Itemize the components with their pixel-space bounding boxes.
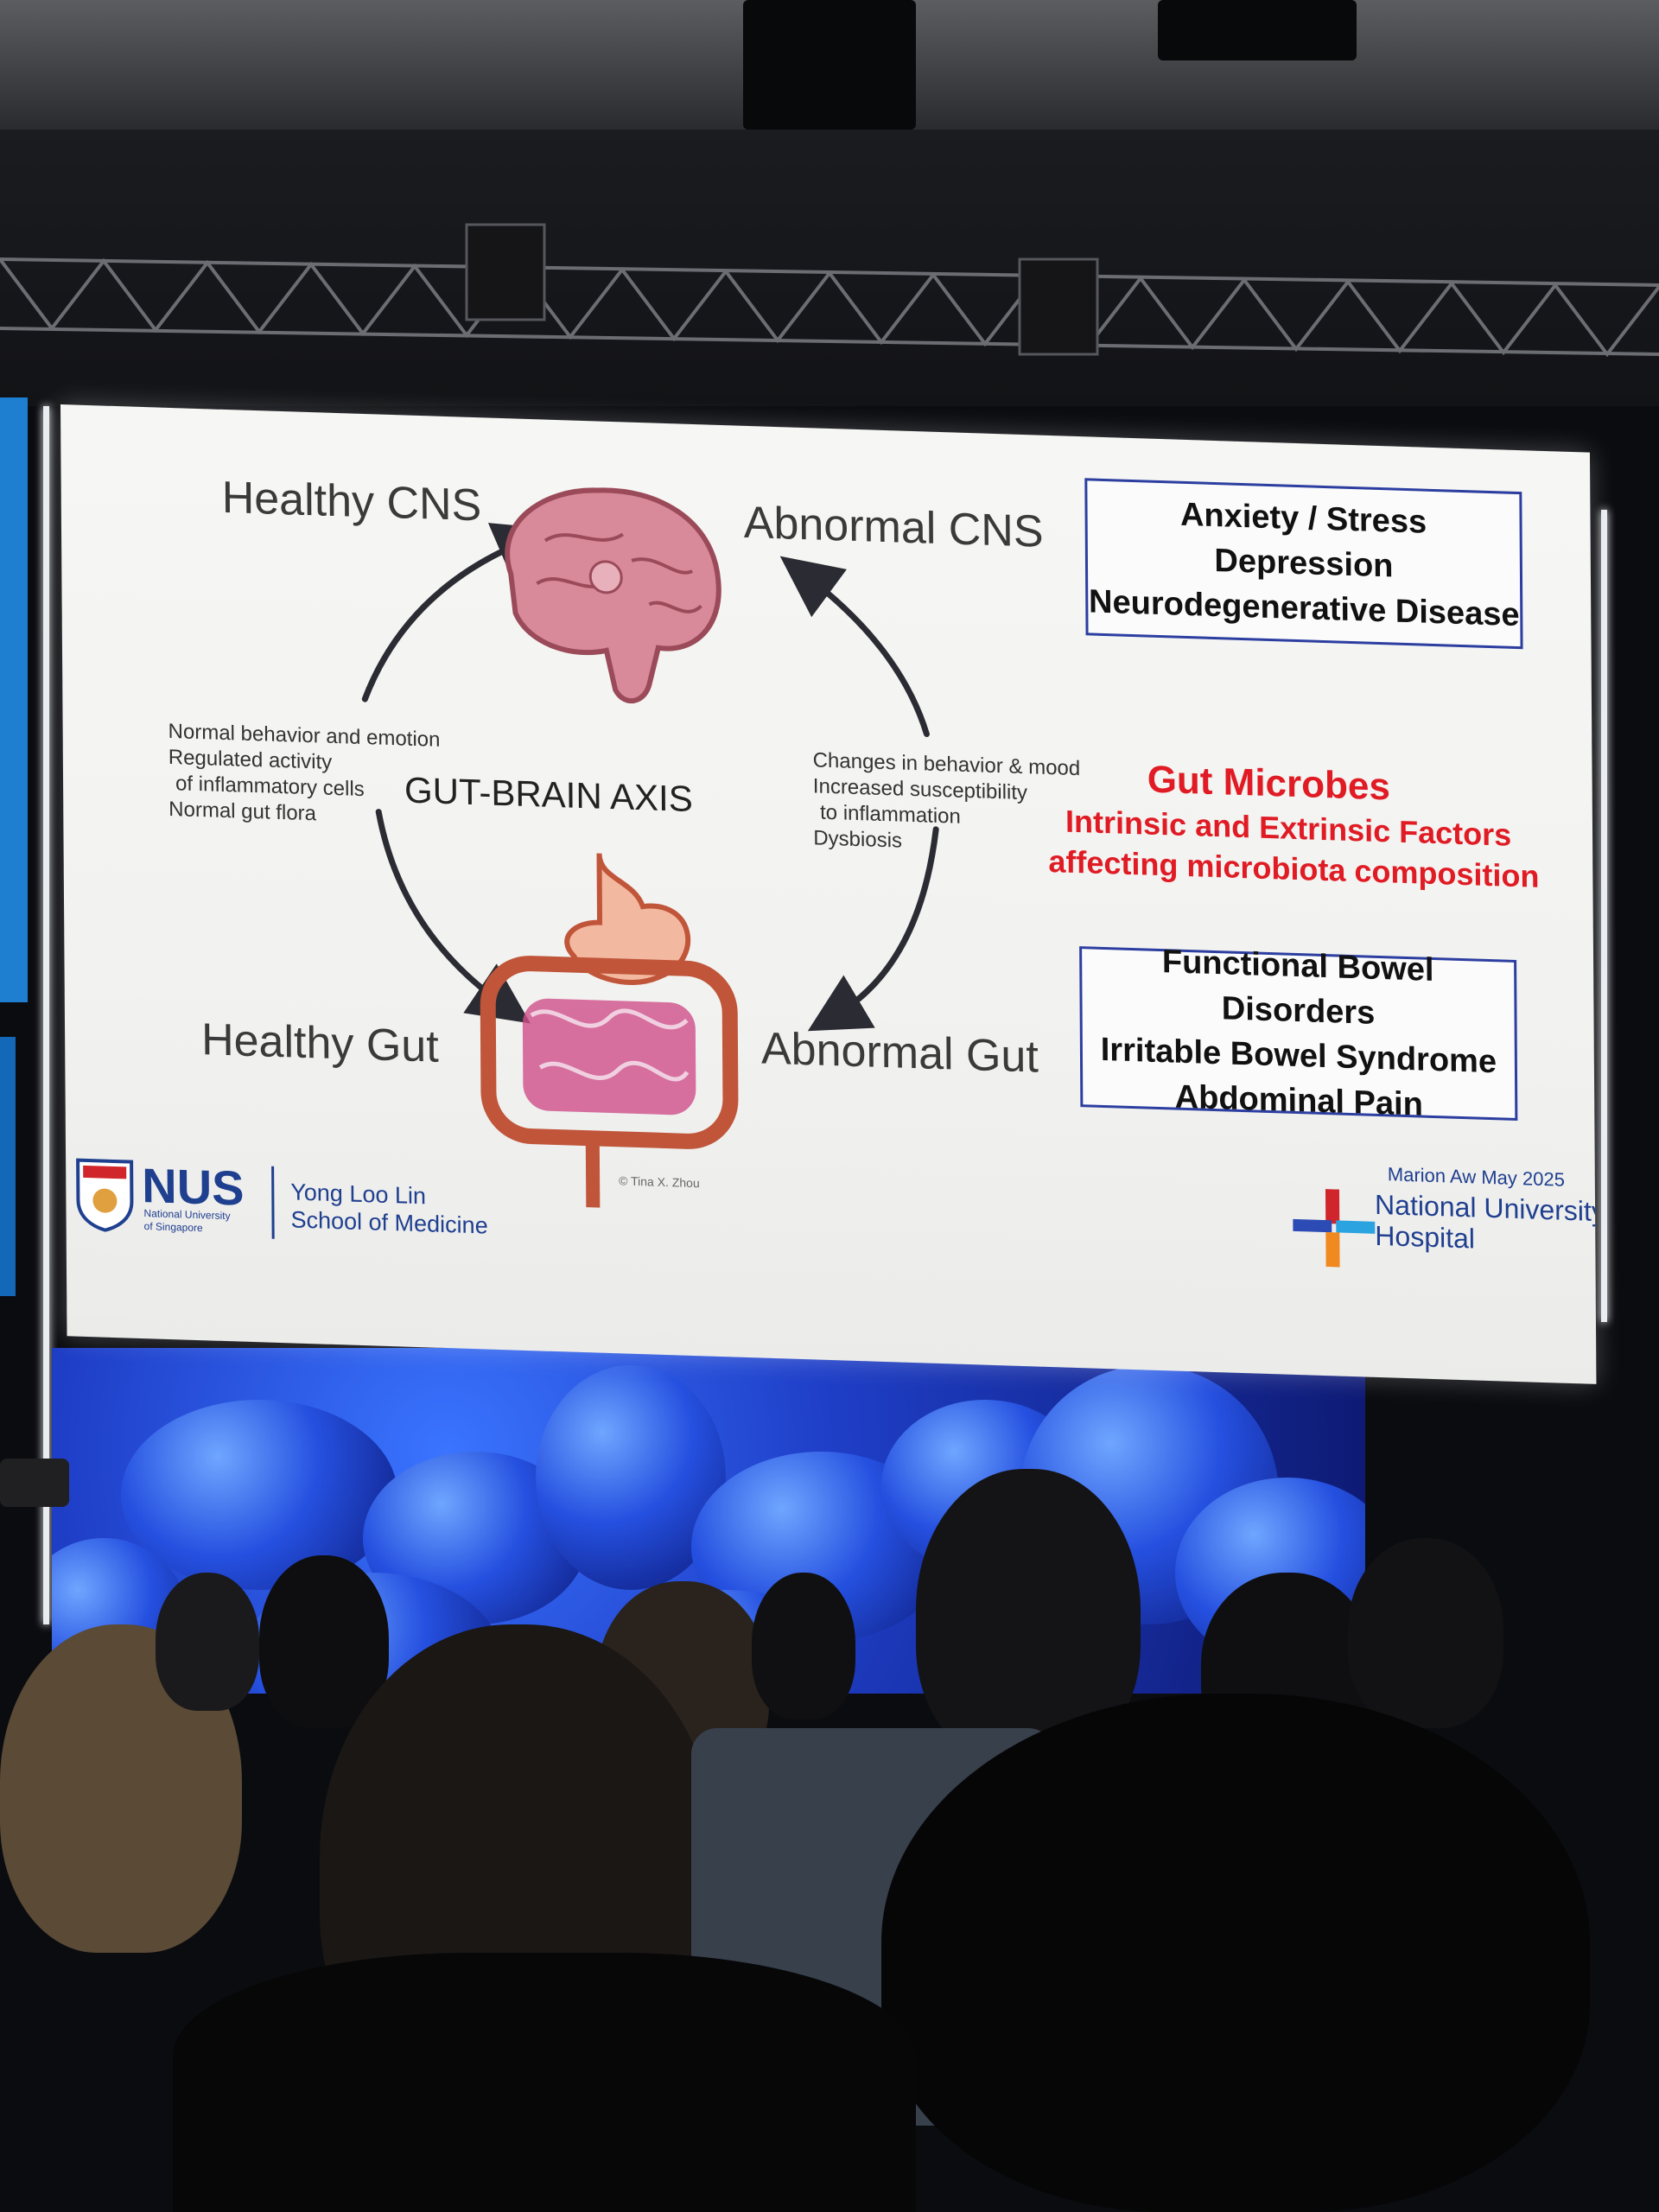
nuh-cross-icon [1293, 1189, 1376, 1268]
abnormal-notes: Changes in behavior & mood Increased sus… [813, 747, 1081, 860]
left-side-screen-lower [0, 1037, 16, 1296]
left-side-screen [0, 397, 28, 1002]
audience [0, 1459, 1659, 2212]
digestive-system-icon [480, 853, 739, 1208]
nus-subtitle-2: of Singapore [143, 1220, 203, 1235]
speaker-box [743, 0, 916, 130]
ceiling [0, 0, 1659, 406]
brain-icon [505, 487, 721, 704]
hospital-line-2: Hospital [1375, 1219, 1476, 1255]
school-line-1: Yong Loo Lin [290, 1179, 427, 1210]
healthy-notes: Normal behavior and emotion Regulated ac… [168, 719, 442, 831]
led-strip-left [43, 406, 49, 1624]
phone-in-hand [0, 1459, 69, 1507]
illustration-credit: © Tina X. Zhou [619, 1173, 700, 1191]
gut-disorders-box: Functional Bowel Disorders Irritable Bow… [1079, 944, 1518, 1123]
led-strip-right [1601, 510, 1607, 1322]
presentation-slide: Healthy CNS Abnormal CNS Healthy Gut Abn… [60, 404, 1597, 1384]
cns-disorders-box: Anxiety / Stress Depression Neurodegener… [1084, 478, 1523, 650]
nus-divider [271, 1166, 275, 1239]
author-date: Marion Aw May 2025 [1387, 1163, 1565, 1191]
cycle-arrows [361, 523, 939, 1032]
nus-crest-icon [76, 1158, 134, 1232]
projector [1158, 0, 1357, 60]
gut-box-line-1: Functional Bowel Disorders [1161, 944, 1434, 1032]
school-line-2: School of Medicine [290, 1206, 488, 1239]
lighting-truss [0, 223, 1659, 358]
gut-microbes-title: Gut Microbes [1147, 758, 1391, 809]
